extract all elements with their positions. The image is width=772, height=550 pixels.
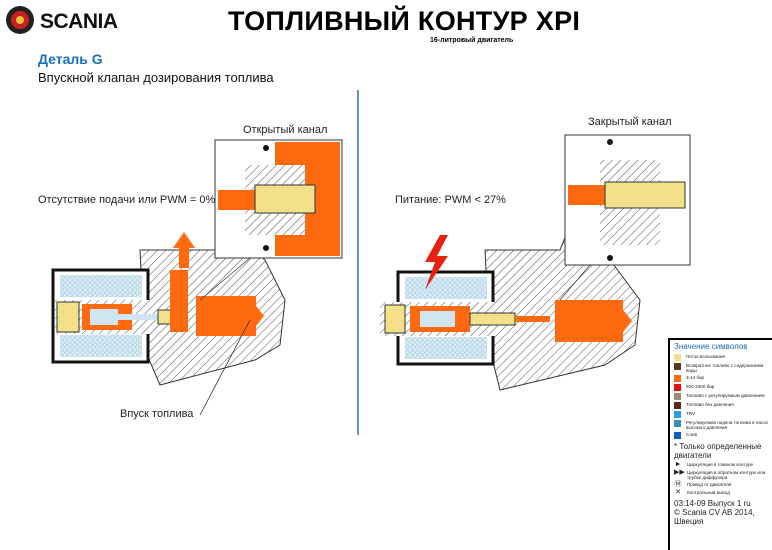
- legend-swatch: [674, 432, 681, 440]
- right-state-label: Питание: PWM < 27%: [395, 194, 506, 206]
- legend-item: Регулируемая подача топлива в насос высо…: [674, 420, 772, 430]
- legend-swatch: [674, 402, 681, 410]
- legend-item: 500-2400 бар: [674, 384, 772, 392]
- legend-note: * Только определенные двигатели: [674, 442, 762, 461]
- legend-swatch: [674, 384, 681, 392]
- zoom-box-right: [559, 134, 691, 301]
- legend-swatch: [674, 363, 681, 370]
- page-subtitle: 16-литровый двигатель: [430, 37, 514, 44]
- legend-item: TRV: [674, 411, 772, 419]
- valve-right: [380, 224, 641, 391]
- legend-item-label: Слив: [686, 432, 698, 438]
- cross-icon: ✕: [675, 489, 681, 497]
- brand-logo-text: SCANIA: [40, 10, 118, 33]
- legend-item-label: Регулируемая подача топлива в насос высо…: [686, 420, 769, 431]
- legend-item: 3-14 бар: [674, 375, 772, 383]
- legend-item-label: Топливо без давления: [686, 402, 734, 408]
- legend-swatch: [674, 393, 681, 401]
- legend-symbol: ▶▶Циркуляция в обратном контуре или труб…: [674, 469, 766, 481]
- left-state-label: Отсутствие подачи или PWM = 0%: [38, 194, 216, 206]
- page-title: ТОПЛИВНЫЙ КОНТУР XPI: [228, 6, 581, 36]
- power-lightning-icon: [425, 235, 448, 290]
- zoom-box-left: [199, 139, 343, 301]
- legend-symbol: ✕Контрольный вывод: [675, 489, 730, 497]
- legend-item: Топливо с регулируемым давлением: [674, 393, 772, 401]
- left-zoom-label: Открытый канал: [243, 124, 328, 136]
- legend-title: Значение символов: [674, 342, 748, 351]
- legend-item: Топливо без давления: [674, 402, 772, 410]
- legend-item-label: TRV: [686, 411, 696, 417]
- valve-left: [51, 224, 286, 416]
- legend-item: Слив: [674, 432, 772, 440]
- legend-item-label: Поток всасывания: [686, 354, 726, 359]
- right-zoom-label: Закрытый канал: [588, 116, 672, 128]
- legend-swatch: [674, 375, 681, 383]
- fuel-inlet-label: Впуск топлива: [120, 408, 194, 420]
- legend-swatch: [674, 411, 681, 419]
- legend-item-label: 3-14 бар: [686, 375, 705, 381]
- legend-symbol: ►Циркуляция в главном контуре: [674, 461, 754, 469]
- legend-swatch: [674, 420, 681, 428]
- legend-item-label: Возвратное топливо с содержанием воды: [686, 363, 764, 374]
- legend-item-label: 500-2400 бар: [686, 384, 715, 390]
- arrow-icon: ►: [674, 461, 682, 469]
- scania-logo: [6, 6, 34, 34]
- legend-footer-code: 03:14-09 Выпуск 1 ru: [674, 499, 751, 509]
- legend-swatch: [674, 354, 681, 361]
- legend-item-label: Топливо с регулируемым давлением: [686, 393, 765, 399]
- detail-description: Впускной клапан дозирования топлива: [38, 70, 274, 85]
- legend-copyright: © Scania CV AB 2014, Швеция: [674, 508, 755, 527]
- detail-heading: Деталь G: [38, 51, 103, 67]
- legend-item: Поток всасывания: [674, 354, 772, 361]
- double-arrow-icon: ▶▶: [674, 469, 685, 477]
- flow-arrow-icon: [173, 232, 195, 268]
- motor-drive-icon: Ⓜ: [674, 481, 682, 489]
- legend-item: Возвратное топливо с содержанием воды: [674, 363, 772, 373]
